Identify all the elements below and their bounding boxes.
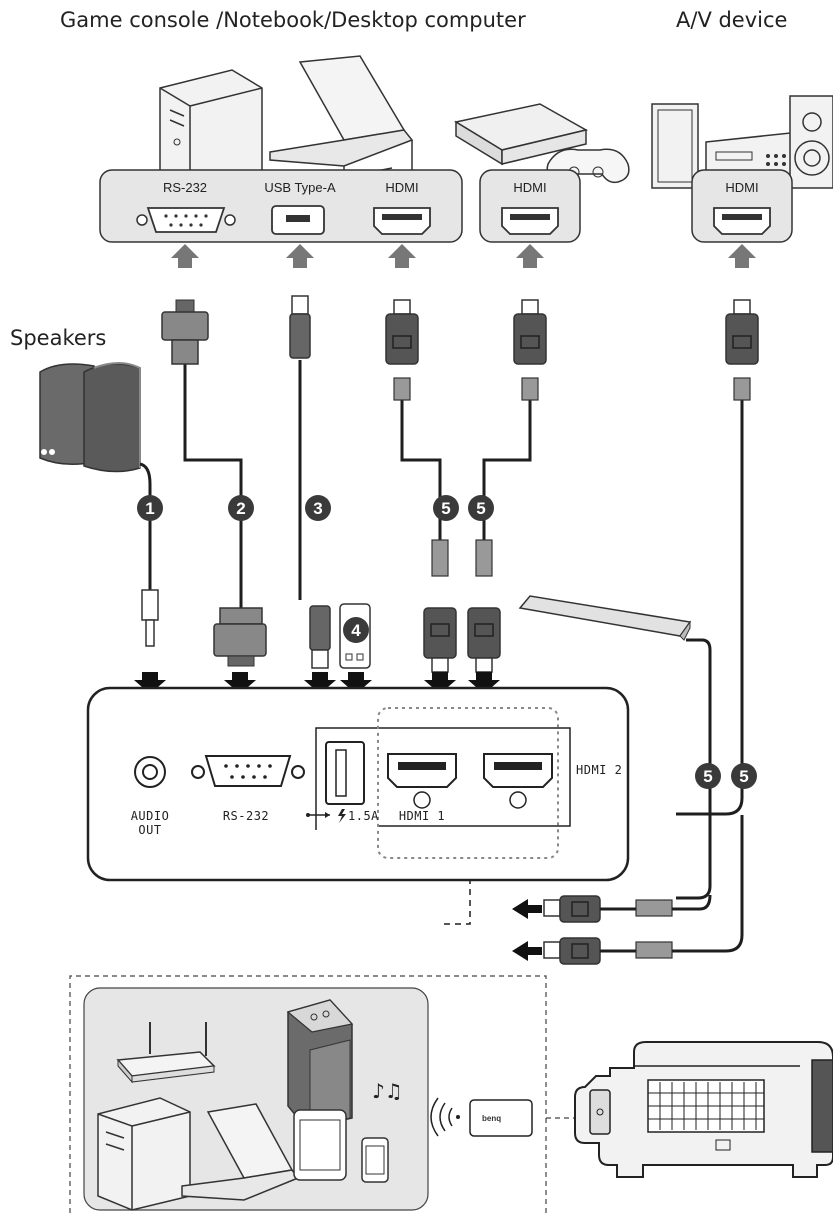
- media-player-icon: [288, 1000, 352, 1128]
- rs232-port-label: RS-232: [223, 809, 269, 823]
- rs232-cable-connector-icon: [162, 300, 208, 364]
- audio-out-label: AUDIO: [131, 809, 170, 823]
- svg-text:5: 5: [476, 499, 485, 518]
- svg-text:3: 3: [313, 499, 322, 518]
- usb-cable-connector-icon: [310, 606, 330, 668]
- svg-text:5: 5: [703, 767, 712, 786]
- cable-number-badge: 5: [468, 495, 494, 521]
- cable-number-badge: 5: [731, 763, 757, 789]
- svg-text:benq: benq: [482, 1114, 501, 1123]
- cable-number-badge: 4: [343, 617, 369, 643]
- usb-cable-connector-icon: [290, 296, 310, 358]
- source-hdmi-label-console: HDMI: [513, 180, 546, 195]
- svg-text:5: 5: [441, 499, 450, 518]
- rs232-cable-connector-icon: [214, 608, 266, 666]
- soundbar-icon: [520, 596, 690, 640]
- projector-icon: [575, 1042, 833, 1177]
- svg-text:4: 4: [351, 621, 361, 640]
- hdmi-cable-connector-icon: [468, 540, 500, 672]
- hdmi-cable-connector-icon: [424, 540, 456, 672]
- desktop-computer-icon: [98, 1098, 190, 1210]
- music-note-icon: ♪♫: [372, 1079, 403, 1103]
- hdmi-cable-connector-icon: [386, 300, 418, 400]
- usb-power-label: 1.5A: [348, 809, 379, 823]
- hdmi-cable-connector-icon: [514, 300, 546, 400]
- hdmi-cable-connector-icon: [726, 300, 758, 400]
- hdmi-port-icon: [714, 208, 770, 234]
- cable-number-badge: 5: [433, 495, 459, 521]
- svg-text:♪♫: ♪♫: [372, 1079, 403, 1103]
- usb-port-icon: [272, 206, 324, 234]
- wireless-signal-icon: [431, 1098, 460, 1136]
- hdmi-port-icon: [374, 208, 430, 234]
- source-hdmi-label-computer: HDMI: [385, 180, 418, 195]
- svg-text:5: 5: [739, 767, 748, 786]
- cable-number-badge: 3: [305, 495, 331, 521]
- source-usb-label: USB Type-A: [264, 180, 336, 195]
- source-hdmi-label-av: HDMI: [725, 180, 758, 195]
- tablet-icon: [294, 1110, 346, 1180]
- cable-number-badge: 2: [228, 495, 254, 521]
- hdmi-port-icon: [502, 208, 558, 234]
- cable-number-badge: 5: [695, 763, 721, 789]
- left-arrow-icons: [512, 899, 542, 961]
- hdmi1-label: HDMI 1: [399, 809, 445, 823]
- speakers-icon: [40, 363, 140, 472]
- cable-number-badge: 1: [137, 495, 163, 521]
- audio-out-port-icon: [135, 757, 165, 787]
- svg-text:1: 1: [145, 499, 154, 518]
- audio-jack-icon: [142, 590, 158, 646]
- audio-out-label: OUT: [138, 823, 161, 837]
- svg-text:2: 2: [236, 499, 245, 518]
- phone-icon: [362, 1138, 388, 1182]
- notebook-icon: [270, 56, 412, 182]
- wireless-dongle-icon: benq: [470, 1100, 532, 1136]
- hdmi2-label: HDMI 2: [576, 763, 622, 777]
- up-arrow-icons: [171, 244, 756, 268]
- source-rs232-label: RS-232: [163, 180, 207, 195]
